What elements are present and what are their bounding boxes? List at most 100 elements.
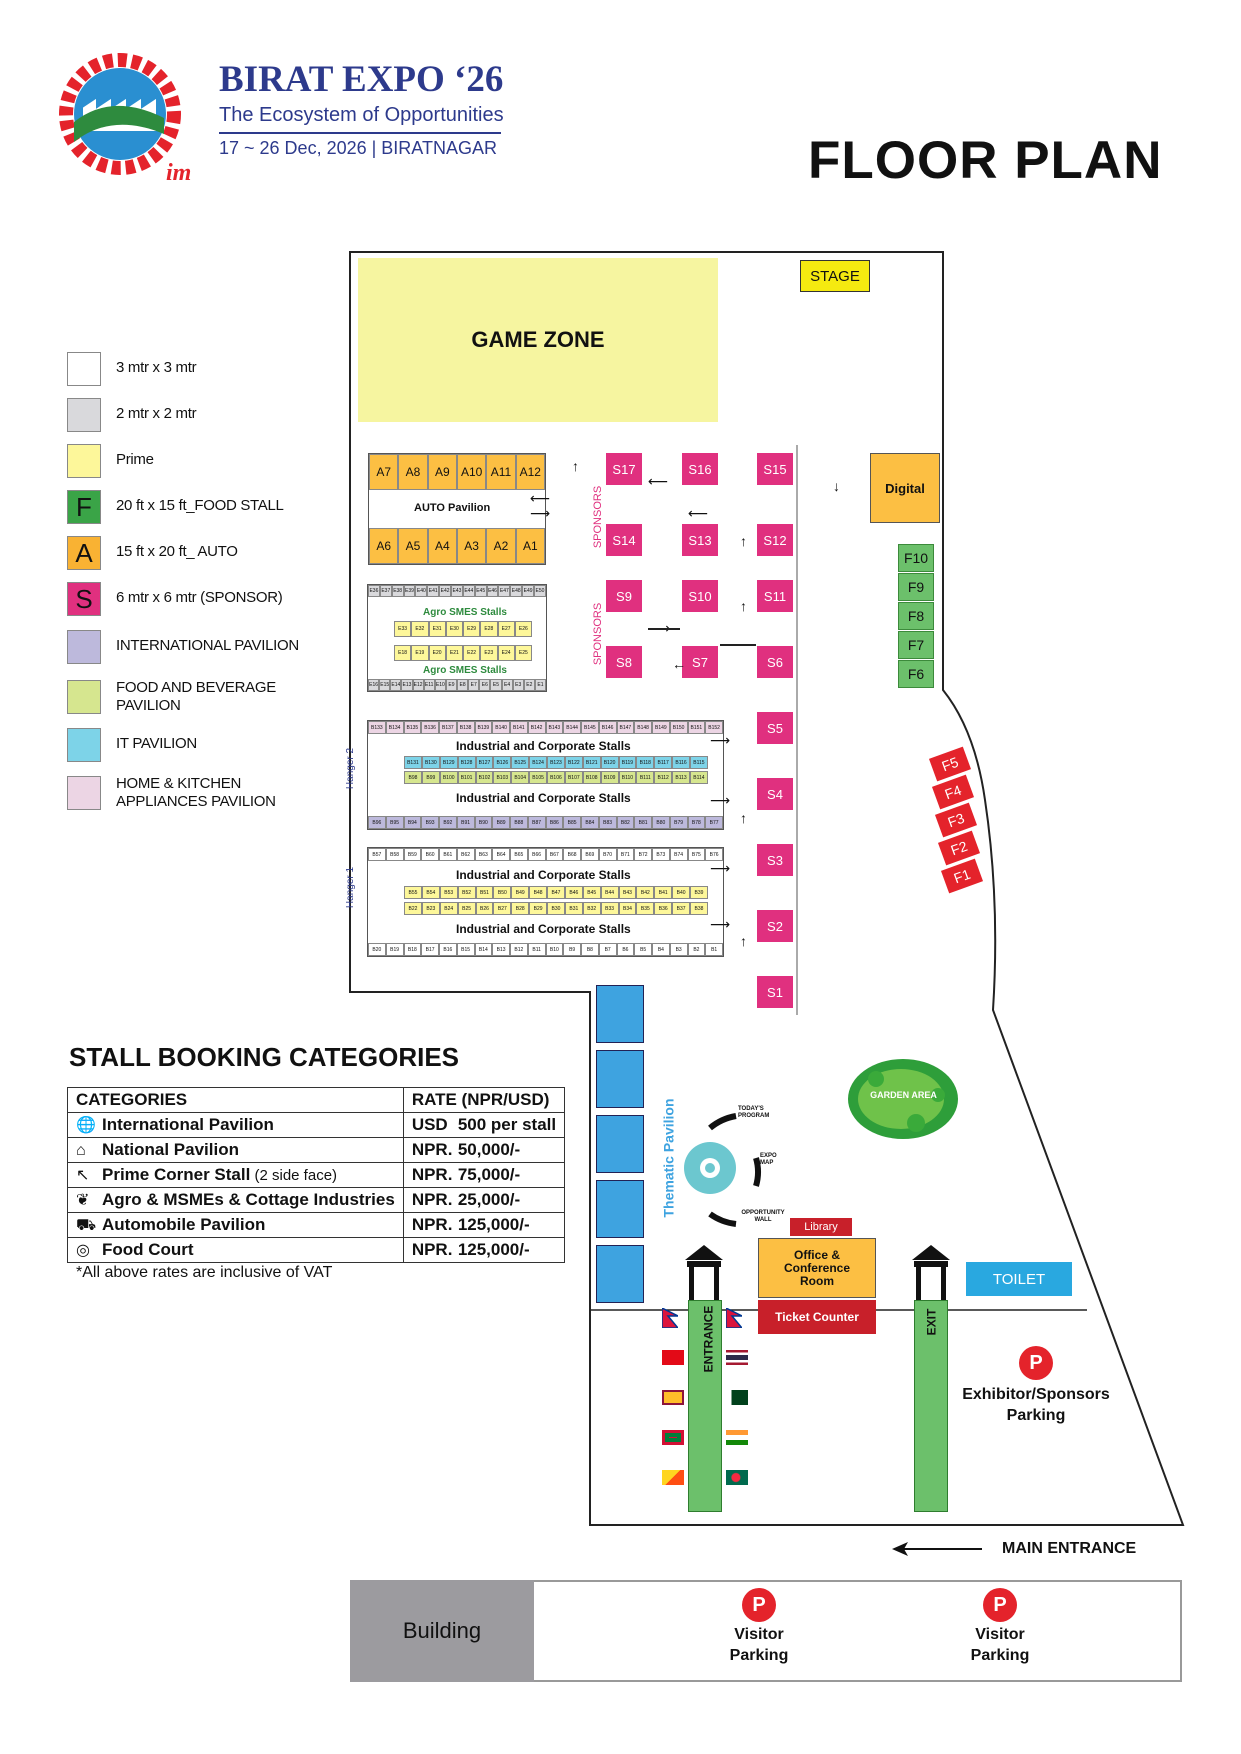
auto-stall[interactable]: A2 [486,528,516,564]
stall-cell[interactable]: E48 [510,585,523,597]
stall-cell[interactable]: E28 [480,621,498,637]
stall-cell[interactable]: E26 [514,621,532,637]
stall-cell[interactable]: B66 [527,848,546,861]
stall-cell[interactable]: B131 [404,756,422,769]
stall-cell[interactable]: B68 [563,848,581,861]
stall-cell[interactable]: B31 [564,902,583,915]
stall-cell[interactable]: B11 [527,943,546,956]
stall-cell[interactable]: E20 [428,645,446,661]
auto-stall[interactable]: A3 [456,528,487,564]
stall-cell[interactable]: B129 [439,756,458,769]
auto-stall[interactable]: A6 [369,528,399,564]
stall-cell[interactable]: E16 [368,679,380,691]
stall-cell[interactable]: B128 [457,756,476,769]
stall-cell[interactable]: B136 [421,721,439,734]
stall-cell[interactable]: B88 [510,816,528,829]
stall-cell[interactable]: B44 [600,886,619,899]
stall-cell[interactable]: B50 [493,886,512,899]
stall-cell[interactable]: B89 [492,816,510,829]
stall-cell[interactable]: B83 [598,816,617,829]
stall-cell[interactable]: B55 [404,886,422,899]
stall-cell[interactable]: E1 [534,679,546,691]
stall-cell[interactable]: E24 [497,645,515,661]
stall-cell[interactable]: E18 [394,645,412,661]
stall-cell[interactable]: E14 [390,679,402,691]
stall-cell[interactable]: E43 [451,585,463,597]
auto-stall[interactable]: A9 [427,454,457,490]
stall-cell[interactable]: B52 [457,886,476,899]
stall-cell[interactable]: B124 [529,756,547,769]
stall-cell[interactable]: B81 [634,816,652,829]
stall-cell[interactable]: B91 [456,816,475,829]
auto-stall[interactable]: A5 [398,528,428,564]
stall-cell[interactable]: E41 [427,585,440,597]
stall-cell[interactable]: B105 [529,771,547,784]
stall-cell[interactable]: E39 [403,585,416,597]
stall-cell[interactable]: B17 [421,943,439,956]
stall-cell[interactable]: B43 [618,886,637,899]
stall-cell[interactable]: E44 [462,585,475,597]
stall-cell[interactable]: E29 [463,621,481,637]
auto-stall[interactable]: A1 [515,528,545,564]
sponsor-stall[interactable]: S14 [606,524,642,556]
stall-cell[interactable]: E4 [501,679,513,691]
stall-cell[interactable]: B114 [690,771,708,784]
stall-cell[interactable]: B58 [385,848,404,861]
stall-cell[interactable]: B138 [456,721,475,734]
sponsor-stall[interactable]: S8 [606,646,642,678]
sponsor-stall[interactable]: S10 [682,580,718,612]
stall-cell[interactable]: B13 [492,943,510,956]
stall-cell[interactable]: B28 [511,902,530,915]
stall-cell[interactable]: B18 [403,943,422,956]
stall-cell[interactable]: E32 [411,621,429,637]
stall-cell[interactable]: B49 [511,886,530,899]
auto-stall[interactable]: A11 [486,454,516,490]
stall-cell[interactable]: E45 [474,585,487,597]
stall-cell[interactable]: B59 [403,848,422,861]
stall-cell[interactable]: E2 [523,679,535,691]
stall-cell[interactable]: E27 [497,621,515,637]
stall-cell[interactable]: E13 [401,679,413,691]
stall-cell[interactable]: B38 [690,902,708,915]
stall-cell[interactable]: B142 [527,721,546,734]
stall-cell[interactable]: E25 [514,645,532,661]
stall-cell[interactable]: B107 [564,771,583,784]
stall-cell[interactable]: B96 [368,816,386,829]
stall-cell[interactable]: B150 [669,721,688,734]
stall-cell[interactable]: B67 [545,848,564,861]
stall-cell[interactable]: B144 [563,721,581,734]
stall-cell[interactable]: B100 [439,771,458,784]
stall-cell[interactable]: B148 [634,721,652,734]
stall-cell[interactable]: B40 [672,886,690,899]
sponsor-stall[interactable]: S12 [757,524,793,556]
stall-cell[interactable]: B126 [493,756,512,769]
stall-cell[interactable]: E22 [463,645,481,661]
stall-cell[interactable]: B39 [690,886,708,899]
stall-cell[interactable]: E36 [368,585,380,597]
stall-cell[interactable]: B76 [705,848,723,861]
stall-cell[interactable]: B4 [652,943,670,956]
stall-cell[interactable]: B48 [529,886,547,899]
stall-cell[interactable]: B24 [439,902,458,915]
stall-cell[interactable]: B106 [547,771,565,784]
stall-cell[interactable]: B69 [581,848,599,861]
stall-cell[interactable]: E12 [412,679,424,691]
stall-cell[interactable]: B7 [598,943,617,956]
stall-cell[interactable]: B2 [687,943,706,956]
stall-cell[interactable]: E8 [457,679,469,691]
stall-cell[interactable]: E7 [468,679,480,691]
stall-cell[interactable]: B94 [403,816,422,829]
stall-cell[interactable]: E21 [445,645,463,661]
stall-cell[interactable]: B87 [527,816,546,829]
stall-cell[interactable]: B46 [564,886,583,899]
stall-cell[interactable]: B104 [511,771,530,784]
food-stall[interactable]: F8 [898,602,934,630]
stall-cell[interactable]: B116 [672,756,690,769]
stall-cell[interactable]: B25 [457,902,476,915]
stall-cell[interactable]: B47 [547,886,565,899]
stall-cell[interactable]: B79 [669,816,688,829]
stall-cell[interactable]: B108 [582,771,601,784]
stall-cell[interactable]: B123 [547,756,565,769]
stall-cell[interactable]: B23 [421,902,440,915]
stall-cell[interactable]: B109 [600,771,619,784]
